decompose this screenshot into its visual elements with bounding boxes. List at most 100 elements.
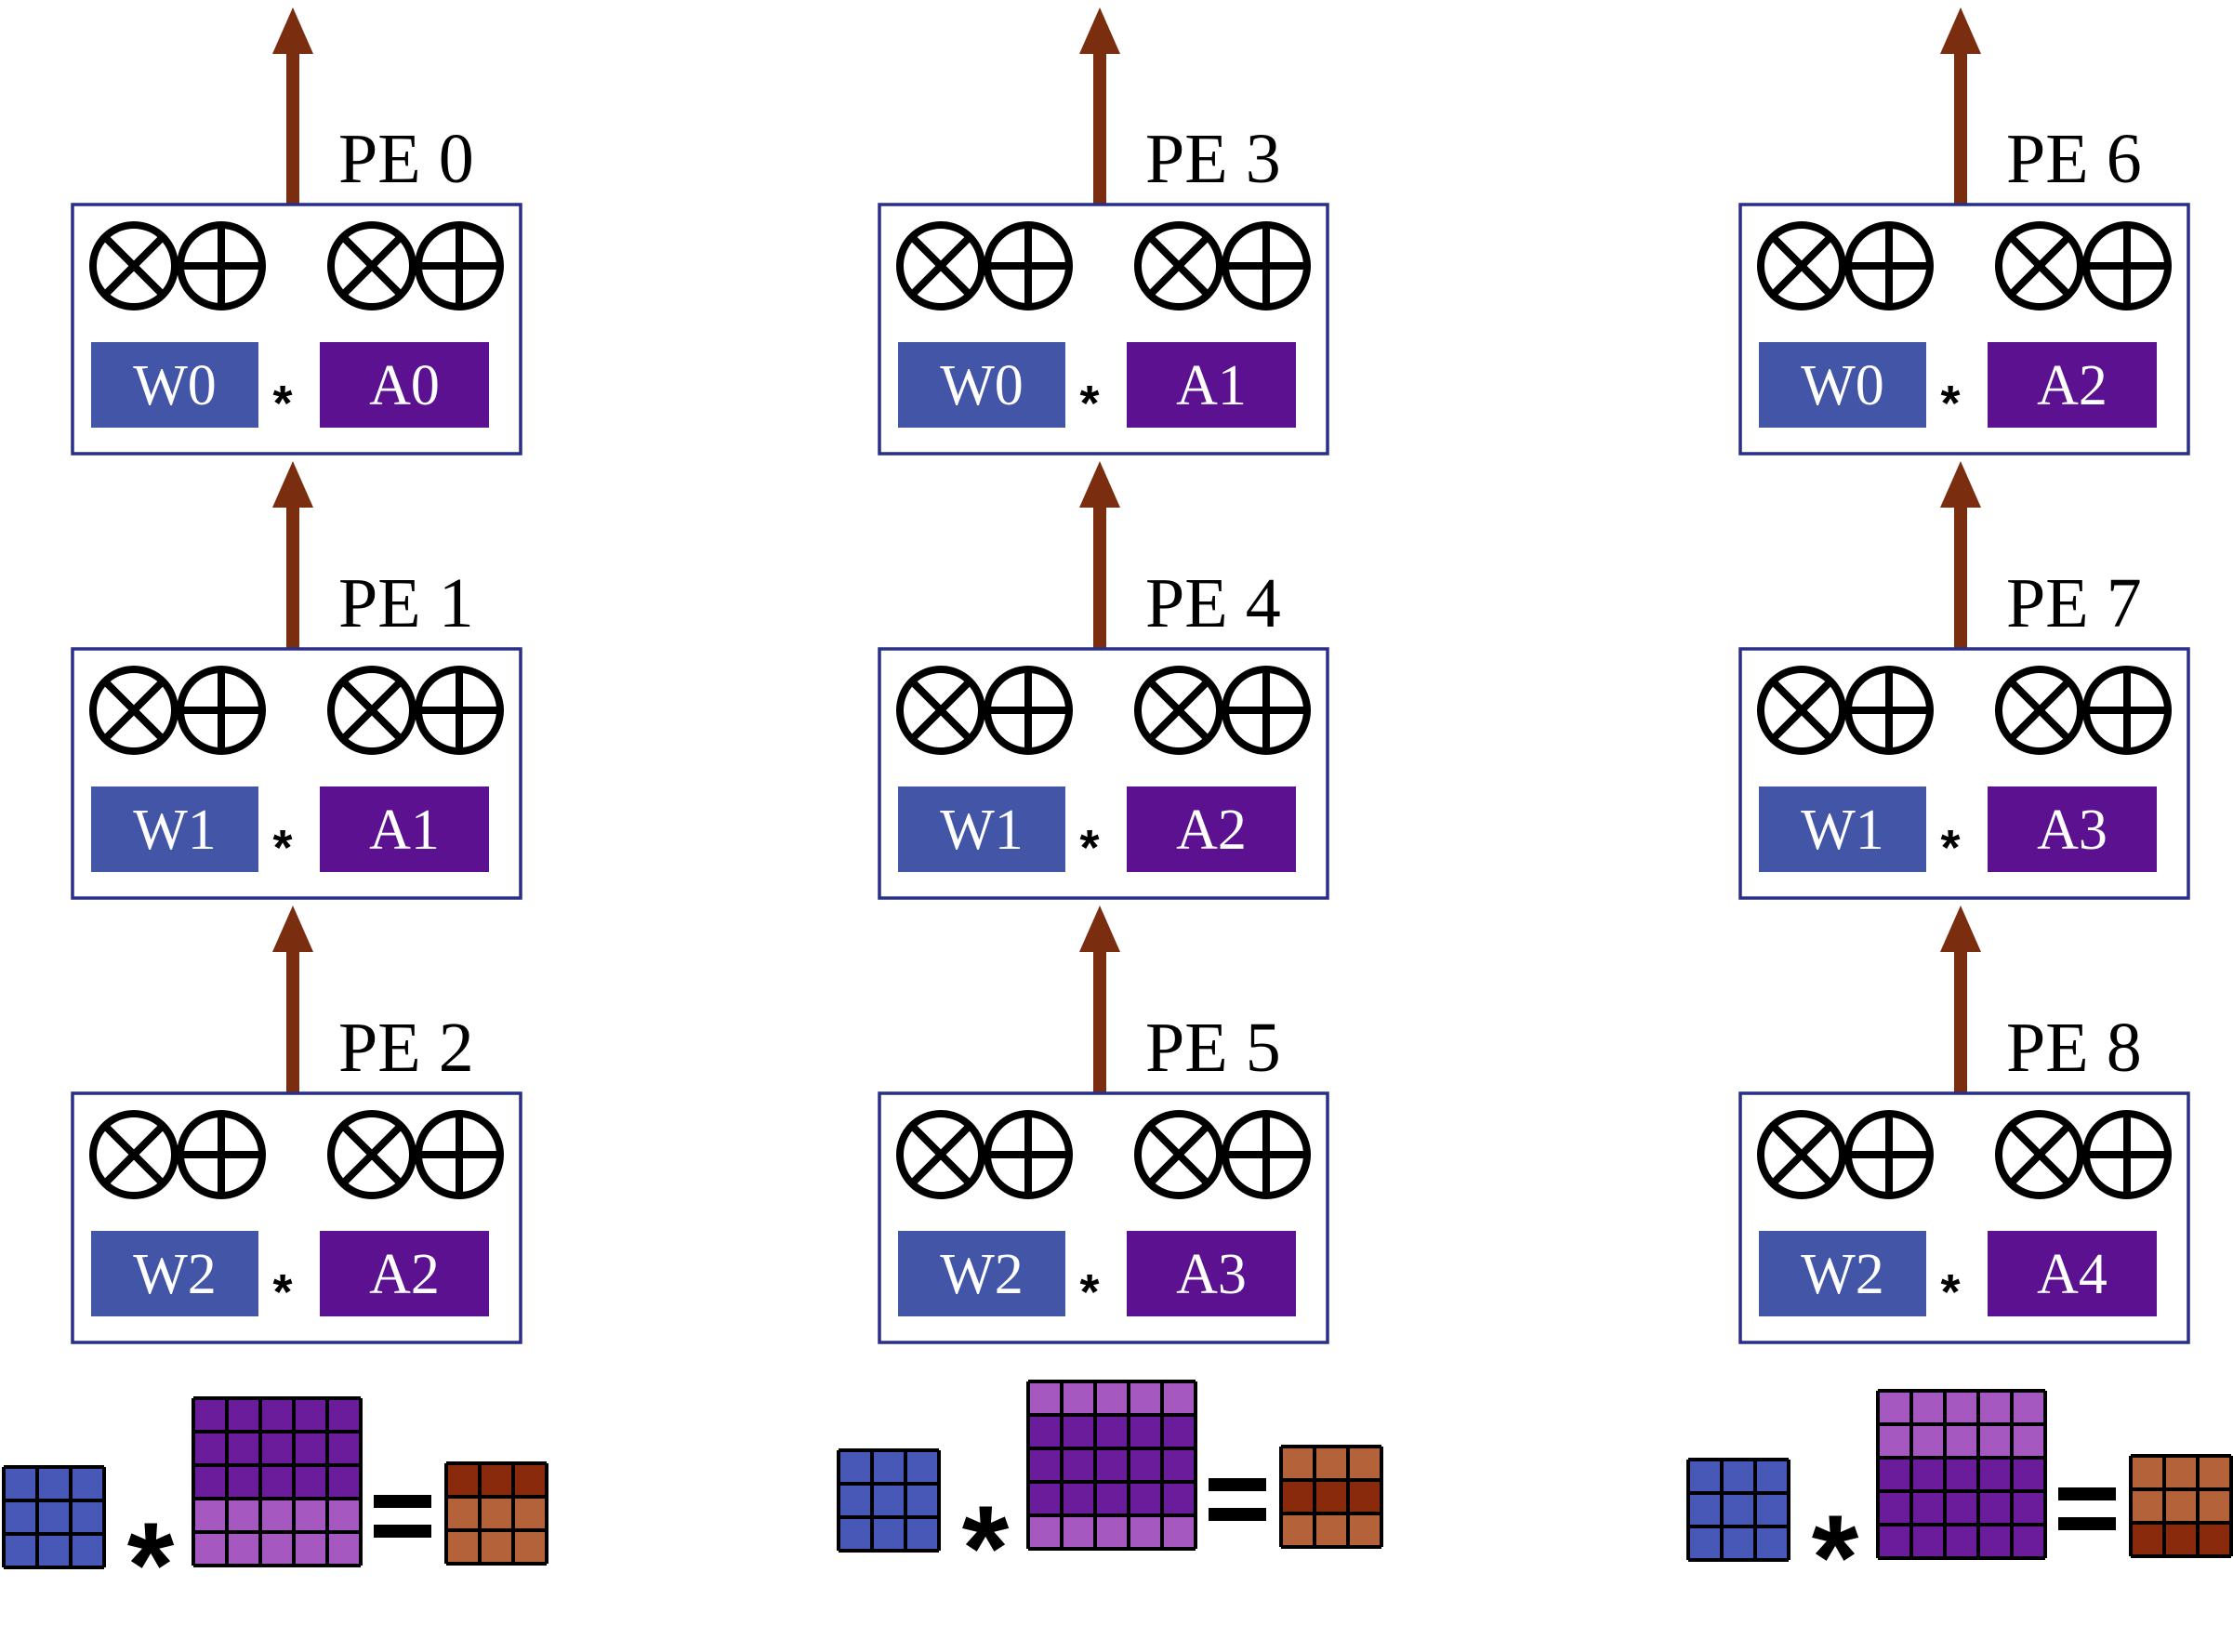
- output-arrow-pe-7: [1940, 461, 1981, 649]
- activation-register: A0: [320, 342, 489, 428]
- pe-box-5: W2* A3: [878, 1091, 1329, 1344]
- output-arrow-pe-1: [272, 461, 313, 649]
- matrix-equation-0: *: [2, 1396, 548, 1632]
- weight-label: W1: [1801, 799, 1884, 862]
- pe-label: PE 6: [2006, 120, 2142, 198]
- weight-label: W1: [940, 799, 1024, 862]
- weight-register: W0: [1759, 342, 1926, 428]
- multiply-symbol: *: [272, 1264, 292, 1320]
- multiply-symbol: *: [1940, 1264, 1960, 1320]
- activation-register: A1: [320, 786, 489, 872]
- multiply-circle-icon: [1995, 221, 2084, 311]
- add-circle-icon: [2082, 666, 2172, 755]
- multiply-symbol: *: [1079, 1264, 1099, 1320]
- output-arrow-pe-5: [1079, 905, 1120, 1093]
- add-circle-icon: [1844, 666, 1934, 755]
- activation-label: A2: [1176, 799, 1247, 862]
- multiply-symbol: *: [1079, 376, 1099, 431]
- add-circle-icon: [1844, 1110, 1934, 1199]
- activation-label: A3: [2037, 799, 2107, 862]
- multiply-circle-icon: [327, 1110, 416, 1199]
- activation-register: A2: [320, 1231, 489, 1316]
- activation-label: A4: [2037, 1243, 2107, 1306]
- weight-matrix: [2, 1465, 106, 1569]
- weight-label: W2: [1801, 1243, 1884, 1306]
- weight-register: W2: [898, 1231, 1065, 1316]
- multiply-circle-icon: [1757, 1110, 1846, 1199]
- equals-sign: [2058, 1487, 2116, 1530]
- equals-sign: [374, 1495, 431, 1538]
- multiply-circle-icon: [89, 1110, 178, 1199]
- multiply-circle-icon: [327, 666, 416, 755]
- activation-matrix: [192, 1396, 363, 1567]
- matrix-equation-1: *: [837, 1380, 1383, 1616]
- add-circle-icon: [2082, 221, 2172, 311]
- convolution-operator: *: [962, 1480, 1010, 1616]
- activation-register: A1: [1127, 342, 1296, 428]
- output-arrow-pe-0: [272, 7, 313, 205]
- activation-matrix: [1026, 1380, 1197, 1551]
- pe-label: PE 5: [1145, 1009, 1281, 1087]
- activation-label: A2: [369, 1243, 440, 1306]
- multiply-symbol: *: [272, 376, 292, 431]
- pe-label: PE 0: [338, 120, 474, 198]
- multiply-circle-icon: [896, 221, 985, 311]
- activation-label: A0: [369, 354, 440, 417]
- activation-register: A2: [1988, 342, 2157, 428]
- pe-box-8: W2 * A4: [1738, 1091, 2190, 1344]
- add-circle-icon: [177, 666, 266, 755]
- add-circle-icon: [1844, 221, 1934, 311]
- output-arrow-pe-2: [272, 905, 313, 1093]
- pe-box-1: W1 * A1: [71, 647, 522, 900]
- equals-sign: [1209, 1478, 1266, 1521]
- add-circle-icon: [177, 221, 266, 311]
- activation-label: A3: [1176, 1243, 1247, 1306]
- add-circle-icon: [1222, 1110, 1311, 1199]
- activation-register: A3: [1988, 786, 2157, 872]
- output-matrix: [444, 1461, 548, 1566]
- weight-label: W1: [133, 799, 217, 862]
- multiply-circle-icon: [327, 221, 416, 311]
- output-arrow-pe-8: [1940, 905, 1981, 1093]
- activation-register: A2: [1127, 786, 1296, 872]
- weight-register: W1: [1759, 786, 1926, 872]
- activation-register: A4: [1988, 1231, 2157, 1316]
- pe-label: PE 2: [338, 1009, 474, 1087]
- multiply-circle-icon: [1757, 221, 1846, 311]
- output-arrow-pe-4: [1079, 461, 1120, 649]
- multiply-symbol: *: [1940, 820, 1960, 876]
- add-circle-icon: [984, 221, 1073, 311]
- multiply-circle-icon: [1757, 666, 1846, 755]
- weight-register: W0: [898, 342, 1065, 428]
- add-circle-icon: [415, 666, 504, 755]
- pe-box-4: W1*A2: [878, 647, 1329, 900]
- output-arrow-pe-6: [1940, 7, 1981, 205]
- pe-box-7: W1 * A3: [1738, 647, 2190, 900]
- weight-register: W2: [1759, 1231, 1926, 1316]
- add-circle-icon: [415, 1110, 504, 1199]
- matrix-equation-2: *: [1686, 1389, 2233, 1625]
- multiply-circle-icon: [1134, 221, 1223, 311]
- weight-label: W0: [940, 354, 1024, 417]
- pe-box-2: W2* A2: [71, 1091, 522, 1344]
- weight-matrix: [1686, 1458, 1790, 1562]
- weight-register: W2: [91, 1231, 258, 1316]
- convolution-operator: *: [1812, 1489, 1859, 1625]
- pe-label: PE 4: [1145, 564, 1281, 642]
- convolution-operator: *: [127, 1497, 175, 1632]
- multiply-circle-icon: [1134, 1110, 1223, 1199]
- activation-label: A1: [1176, 354, 1247, 417]
- multiply-circle-icon: [1995, 666, 2084, 755]
- activation-label: A1: [369, 799, 440, 862]
- activation-matrix: [1876, 1389, 2047, 1560]
- output-matrix: [1279, 1445, 1383, 1549]
- add-circle-icon: [1222, 221, 1311, 311]
- output-arrow-pe-3: [1079, 7, 1120, 205]
- weight-label: W0: [133, 354, 217, 417]
- activation-label: A2: [2037, 354, 2107, 417]
- multiply-circle-icon: [896, 666, 985, 755]
- add-circle-icon: [984, 666, 1073, 755]
- multiply-symbol: *: [272, 820, 292, 876]
- weight-register: W0: [91, 342, 258, 428]
- pe-box-3: W0 * A1: [878, 203, 1329, 456]
